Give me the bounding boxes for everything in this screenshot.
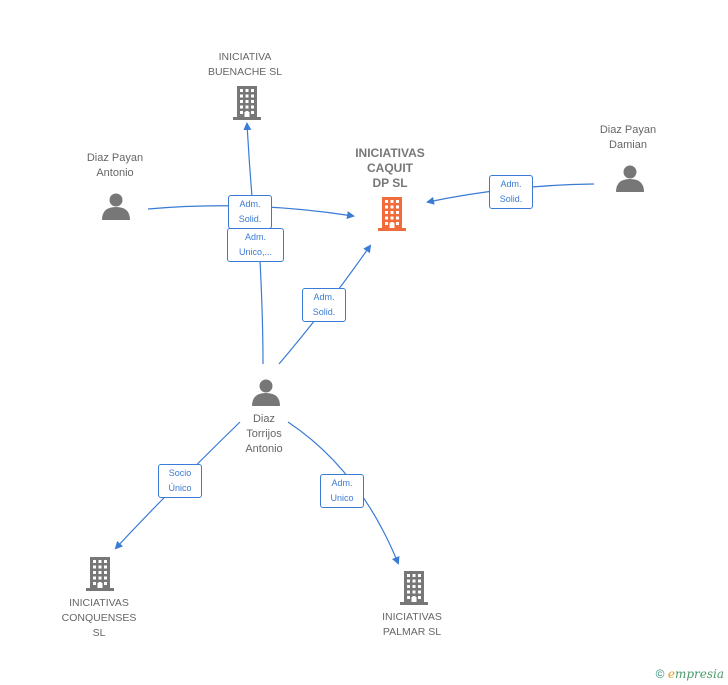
edge-label-line: Adm. (244, 232, 266, 242)
label-line: CAQUIT (367, 161, 413, 175)
building-icon[interactable] (378, 197, 406, 231)
label-line: INICIATIVAS (382, 611, 442, 623)
label-line: DP SL (372, 176, 408, 190)
brand-initial: e (667, 667, 675, 681)
edge-label-adm-solid[interactable]: Adm. Solid. (489, 175, 533, 209)
label-line: Torrijos (246, 428, 282, 440)
label-line: Diaz Payan (86, 152, 144, 164)
label-line: INICIATIVAS (69, 597, 129, 609)
label-line: Antonio (96, 167, 134, 179)
edge-label-line: Solid. (499, 194, 523, 204)
label-line: Diaz Payan (599, 124, 657, 136)
person-icon[interactable] (102, 193, 130, 221)
edge-label-line: Adm. (331, 478, 353, 488)
label-line: Damian (609, 139, 647, 151)
edge-label-line: Unico,... (238, 247, 272, 257)
label-line: PALMAR SL (382, 626, 442, 638)
building-icon[interactable] (233, 86, 261, 120)
edge-label-adm-solid[interactable]: Adm. Solid. (228, 195, 272, 229)
footer-brand: © empresia (656, 667, 724, 681)
building-icon[interactable] (86, 557, 114, 591)
building-icon[interactable] (400, 571, 428, 605)
edge-label-adm-solid[interactable]: Adm. Solid. (302, 288, 346, 322)
label-line: CONQUENSES (61, 612, 137, 624)
brand-rest: mpresia (674, 667, 724, 681)
edge-label-line: Adm. (313, 292, 335, 302)
label-line: Diaz (252, 413, 275, 425)
label-palmar[interactable]: INICIATIVAS PALMAR SL (352, 610, 472, 640)
label-diaz-torrijos-antonio[interactable]: Diaz Torrijos Antonio (204, 412, 324, 457)
brand-logo: empresia (668, 667, 724, 681)
edge-label-line: Solid. (312, 307, 336, 317)
edge-label-socio-unico[interactable]: Socio Único (158, 464, 202, 498)
edge-label-adm-unico[interactable]: Adm. Unico (320, 474, 364, 508)
edge-payan-antonio-to-buenache (243, 122, 253, 198)
edge-label-adm-unico[interactable]: Adm. Unico,... (227, 228, 284, 262)
label-line: INICIATIVA (218, 51, 272, 63)
label-line: INICIATIVAS (355, 146, 425, 160)
person-icon[interactable] (252, 379, 280, 407)
copyright-icon: © (655, 667, 665, 681)
nodes (86, 86, 644, 605)
edge-label-line: Unico (330, 493, 354, 503)
edge-label-line: Adm. (500, 179, 522, 189)
edge-label-line: Único (168, 483, 192, 493)
label-line: BUENACHE SL (207, 66, 283, 78)
edge-label-line: Solid. (238, 214, 262, 224)
label-caquit[interactable]: INICIATIVAS CAQUIT DP SL (330, 146, 450, 191)
label-diaz-payan-damian[interactable]: Diaz Payan Damian (568, 123, 688, 153)
label-buenache[interactable]: INICIATIVA BUENACHE SL (185, 50, 305, 80)
label-diaz-payan-antonio[interactable]: Diaz Payan Antonio (55, 151, 175, 181)
label-conquenses[interactable]: INICIATIVAS CONQUENSES SL (39, 596, 159, 641)
person-icon[interactable] (616, 165, 644, 193)
edge-label-line: Socio (168, 468, 192, 478)
label-line: SL (92, 627, 106, 639)
edge-label-line: Adm. (239, 199, 261, 209)
label-line: Antonio (245, 443, 283, 455)
